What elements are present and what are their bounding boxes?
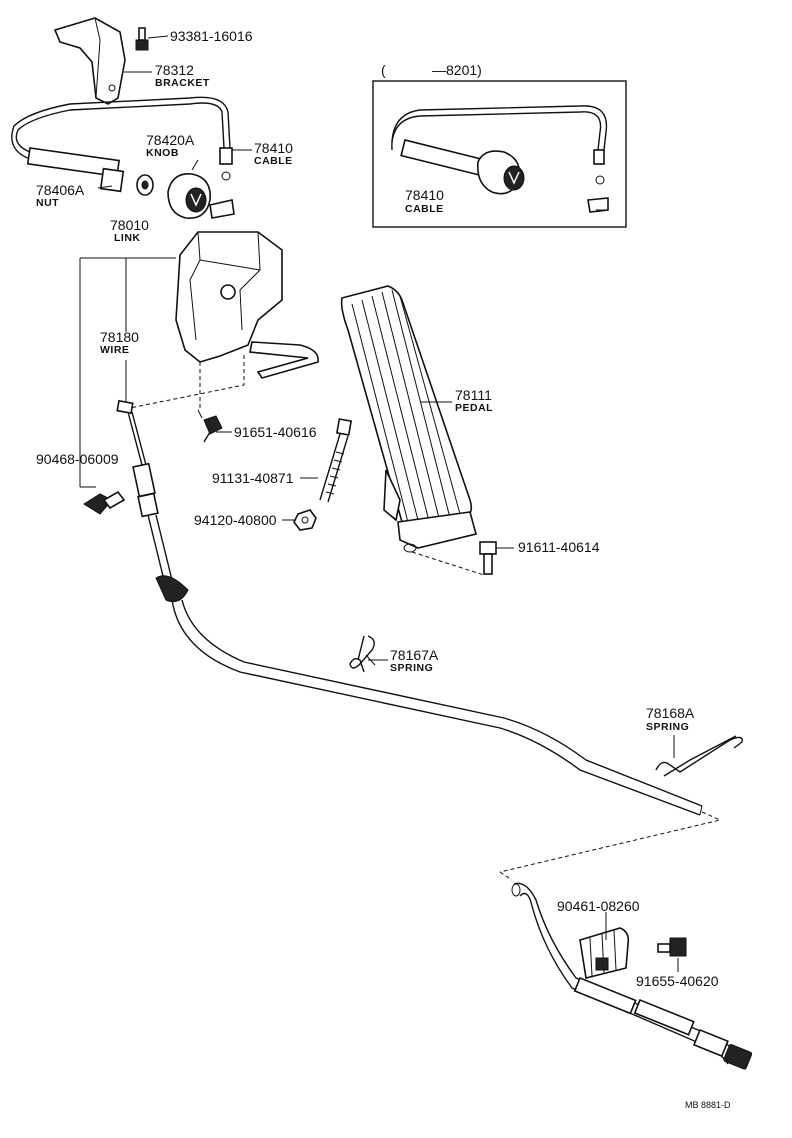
label-cable: CABLE	[254, 155, 293, 167]
clamp-90461-drawing	[579, 927, 630, 979]
accelerator-cable-drawing	[171, 599, 722, 881]
label-78406a: 78406A	[36, 182, 85, 198]
bolt-91655-drawing	[657, 937, 687, 957]
label-78410: 78410	[254, 140, 293, 156]
spring-78167a-drawing	[349, 635, 376, 673]
label-91655-40620: 91655-40620	[636, 973, 719, 989]
label-nut: NUT	[36, 197, 59, 209]
label-bracket: BRACKET	[155, 77, 210, 89]
inset-label-cable: CABLE	[405, 203, 444, 215]
labels: 93381-16016 78312 BRACKET 78420A KNOB 78…	[36, 28, 731, 1110]
footer-code: MB 8881-D	[685, 1100, 731, 1110]
label-spring-1: SPRING	[390, 662, 433, 674]
label-90461-08260: 90461-08260	[557, 898, 640, 914]
label-91611-40614: 91611-40614	[518, 539, 600, 555]
inset-heading-open: (	[381, 62, 386, 78]
spring-78168a-drawing	[655, 735, 743, 777]
label-91651-40616: 91651-40616	[234, 424, 317, 440]
label-knob: KNOB	[146, 147, 179, 159]
label-pedal: PEDAL	[455, 402, 493, 414]
nut-94120-drawing	[293, 509, 317, 531]
bolt-91131-drawing	[319, 418, 353, 503]
label-78167a: 78167A	[390, 647, 439, 663]
label-wire: WIRE	[100, 344, 129, 356]
label-78010: 78010	[110, 217, 149, 233]
label-91131-40871: 91131-40871	[212, 470, 294, 486]
inset-label-78410: 78410	[405, 187, 444, 203]
knob-drawing	[167, 173, 211, 219]
label-90468-06009: 90468-06009	[36, 451, 119, 467]
label-93381-16016: 93381-16016	[170, 28, 253, 44]
cable-drawing	[11, 96, 235, 219]
link-drawing	[129, 231, 319, 410]
bracket-drawing	[53, 17, 149, 105]
inset-heading-code: —8201)	[432, 62, 482, 78]
label-link: LINK	[114, 232, 141, 244]
nut-drawing	[99, 167, 154, 196]
label-78420a: 78420A	[146, 132, 195, 148]
label-94120-40800: 94120-40800	[194, 512, 277, 528]
bolt-91611-drawing	[479, 541, 497, 575]
label-78180: 78180	[100, 329, 139, 345]
label-78312: 78312	[155, 62, 194, 78]
label-78168a: 78168A	[646, 705, 695, 721]
leader-lines	[97, 35, 679, 972]
wire-drawing	[79, 257, 189, 603]
inset-box	[372, 80, 627, 228]
label-spring-2: SPRING	[646, 721, 689, 733]
pedal-drawing	[340, 285, 485, 576]
bolt-91651-drawing	[197, 409, 223, 443]
label-78111: 78111	[455, 387, 492, 403]
cable-end-drawing	[511, 882, 753, 1070]
